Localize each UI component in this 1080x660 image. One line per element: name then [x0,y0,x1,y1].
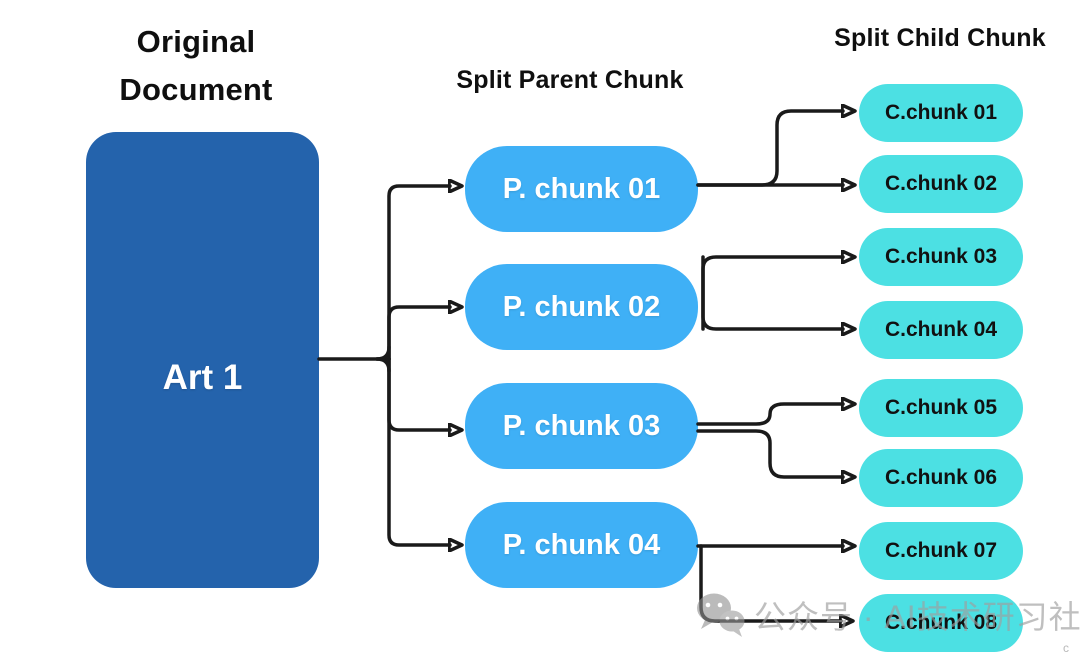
original-document-label: Art 1 [162,358,243,397]
parent-chunk-03-node: P. chunk 03 [465,383,698,469]
original-heading-line1: Original [136,24,256,59]
original-document-node: Art 1 [86,132,319,588]
corner-mark: c [1063,641,1069,655]
child-chunk-07-node: C.chunk 07 [859,522,1023,580]
original-document-heading: Original Document [58,18,334,114]
split-parent-chunk-heading: Split Parent Chunk [456,66,684,94]
wechat-icon [697,593,745,637]
child-chunk-03-node: C.chunk 03 [859,228,1023,286]
arrow-p4-to-c8 [699,544,841,621]
arrow-art1-to-p2 [387,307,450,361]
arrow-art1-junction-down [375,357,391,373]
parent-chunk-01-node: P. chunk 01 [465,146,698,232]
child-chunk-05-node: C.chunk 05 [859,379,1023,437]
arrow-art1-to-p3 [387,357,450,430]
child-chunk-06-node: C.chunk 06 [859,449,1023,507]
child-chunk-01-node: C.chunk 01 [859,84,1023,142]
arrow-p3-to-c6 [696,429,843,477]
split-child-chunk-heading: Split Child Chunk [834,24,1046,52]
arrow-p1-to-c1 [696,111,843,187]
child-chunk-08-node: C.chunk 08 [859,594,1023,652]
child-chunk-02-node: C.chunk 02 [859,155,1023,213]
parent-chunk-04-node: P. chunk 04 [465,502,698,588]
arrow-p3-to-c5 [696,404,843,426]
arrow-art1-junction-up [375,345,391,361]
arrow-art1-to-p1 [387,186,450,361]
parent-chunk-02-node: P. chunk 02 [465,264,698,350]
child-chunk-04-node: C.chunk 04 [859,301,1023,359]
original-heading-line2: Document [119,72,273,107]
arrow-art1-to-p4 [387,357,450,545]
arrow-p2-to-c4 [701,255,843,329]
arrow-p2-to-c3 [701,257,843,331]
